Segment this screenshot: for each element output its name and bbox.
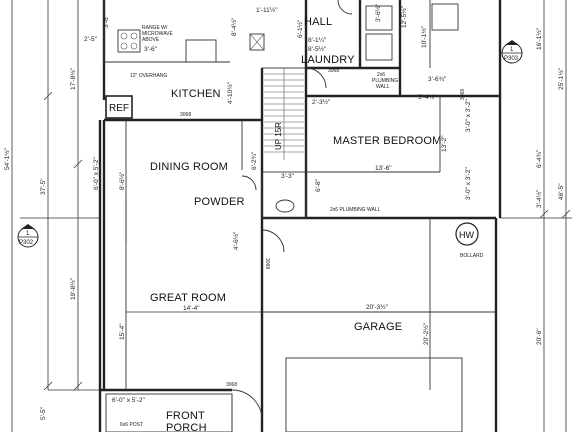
dim-25-1: 25'-1½" [557, 67, 565, 90]
dim-6-2: 6'-2¾" [251, 151, 258, 170]
water-heater-label: HW [459, 230, 474, 240]
dim-10-1: 10'-1½" [420, 25, 428, 48]
dim-1-11: 1'-11½" [256, 6, 278, 14]
dim-6-0-porch: 6'-0" x 5'-2" [112, 397, 145, 404]
dim-6-4: 6'-4¾" [536, 149, 543, 168]
dim-2-5: 2'-5" [84, 36, 98, 43]
dim-17-8: 17'-8½" [69, 67, 77, 90]
kitchen-island [185, 39, 217, 63]
dimension-lines: 54'-1½" 37'-5" 17'-8½" 19'-8½" 5'-5" 16'… [3, 0, 572, 432]
dim-3-6-hall: 3'-6½" [374, 3, 382, 22]
room-front-porch-line1: FRONT [166, 410, 205, 422]
callout-p303-sheet: P303 [504, 56, 519, 62]
note-door-3068-d: 3068 [460, 89, 466, 100]
interior-walls [103, 0, 500, 432]
note-plumb-3: WALL [376, 84, 390, 90]
room-great-room: GREAT ROOM [150, 292, 226, 304]
washer-icon [365, 33, 393, 61]
room-laundry: LAUNDRY [301, 54, 355, 66]
dim-8-1: 8'-1¼" [308, 37, 327, 44]
note-bollard: BOLLARD [460, 253, 484, 259]
note-overhang: 12" OVERHANG [130, 73, 167, 79]
dim-4-10: 4'-10½" [226, 81, 234, 104]
dim-19-8: 19'-8½" [69, 277, 77, 300]
interior-dimensions: 2'-5" 3'-6" 3'-6" 1'-11½" 8'-4½" 6'-1½" … [84, 3, 472, 404]
water-heater-icon [455, 222, 479, 246]
room-dining: DINING ROOM [150, 161, 228, 173]
dim-5-5: 5'-5" [40, 406, 47, 420]
dim-3-0-window: 3'-0" x 3'-2" [465, 99, 472, 132]
stair-treads [264, 68, 304, 160]
room-powder: POWDER [194, 196, 245, 208]
water-heater[interactable]: HW [455, 222, 479, 246]
dim-8-5: 8'-5½" [308, 45, 327, 53]
plan-notes: RANGE W/ MICROWAVE ABOVE 12" OVERHANG 2x… [120, 25, 484, 428]
dim-3-6-top: 3'-6" [103, 14, 110, 28]
room-labels: HALL LAUNDRY KITCHEN DINING ROOM MASTER … [109, 16, 442, 432]
dim-37-5: 37'-5" [40, 178, 47, 195]
range-icon [117, 29, 141, 53]
room-garage: GARAGE [354, 321, 402, 333]
dim-20-6: 20'-6" [536, 328, 543, 345]
room-master-bedroom: MASTER BEDROOM [333, 135, 442, 147]
dim-13-6: 13'-6" [375, 165, 392, 172]
section-callout-p303[interactable]: 1 P303 [501, 40, 523, 64]
room-front-porch-line2: PORCH [166, 422, 207, 432]
dim-3-0-window-b: 3'-0" x 3'-2" [465, 167, 472, 200]
dim-6-8: 6'-8" [315, 178, 322, 192]
dim-13-2: 13'-2" [441, 135, 448, 152]
dim-46-5: 46'-5" [558, 183, 565, 200]
dim-8-6: 8'-6½" [118, 171, 126, 190]
linen-closet [249, 33, 265, 51]
dim-20-2: 20'-2½" [422, 322, 430, 345]
dim-16-1: 16'-1½" [535, 27, 543, 50]
note-door-3068-a: 3068 [180, 112, 191, 118]
dim-6-1: 6'-1½" [296, 19, 304, 38]
toilet-icon [275, 199, 295, 213]
callout-p303-number: 1 [510, 47, 514, 53]
sink-icon [431, 3, 459, 31]
dim-3-6-laundry: 3'-6¾" [428, 76, 447, 83]
note-post: 6x6 POST [120, 422, 143, 428]
dim-8-4: 8'-4½" [230, 17, 238, 36]
refrigerator-label: REF [109, 103, 129, 114]
section-callout-p302[interactable]: 1 P302 [17, 224, 39, 248]
dryer-icon [365, 5, 393, 31]
note-plumbing-wall: 2x6 PLUMBING WALL [330, 207, 381, 213]
note-range-3: ABOVE [142, 37, 160, 43]
note-door-3068-b: 3068 [328, 68, 339, 74]
dim-3-6-kitchen: 3'-6" [144, 46, 158, 53]
dim-15-4: 15'-4" [119, 323, 126, 340]
dim-2-3: 2'-3½" [312, 98, 331, 106]
dim-12-5: 12'-5½" [400, 5, 408, 28]
room-kitchen: KITCHEN [171, 88, 221, 100]
dim-4-6: 4'-6½" [232, 231, 240, 250]
note-door-3068-c: 3068 [226, 382, 237, 388]
dim-14-4: 14'-4" [183, 305, 200, 312]
dim-left-overall: 54'-1½" [3, 147, 11, 170]
dim-3-3: 3'-3" [281, 173, 295, 180]
refrigerator-box [105, 95, 133, 119]
note-plumb-1: 2x6 [377, 72, 385, 78]
room-hall: HALL [304, 16, 332, 28]
note-range-1: RANGE W/ [142, 25, 168, 31]
note-door-3068-e: 3068 [264, 258, 270, 269]
dim-6-0-window: 6'-0" x 5'-2" [93, 157, 100, 190]
callout-p302-sheet: P302 [19, 240, 34, 246]
callout-p302-number: 1 [26, 231, 30, 237]
dim-20-3: 20'-3½" [366, 303, 389, 311]
dim-3-4: 3'-4½" [535, 189, 543, 208]
note-plumb-2: PLUMBING [372, 78, 398, 84]
note-range-2: MICROWAVE [142, 31, 173, 37]
stair-label: UP 15R [274, 122, 283, 150]
dim-5-4: 5'-4¾" [418, 94, 437, 101]
